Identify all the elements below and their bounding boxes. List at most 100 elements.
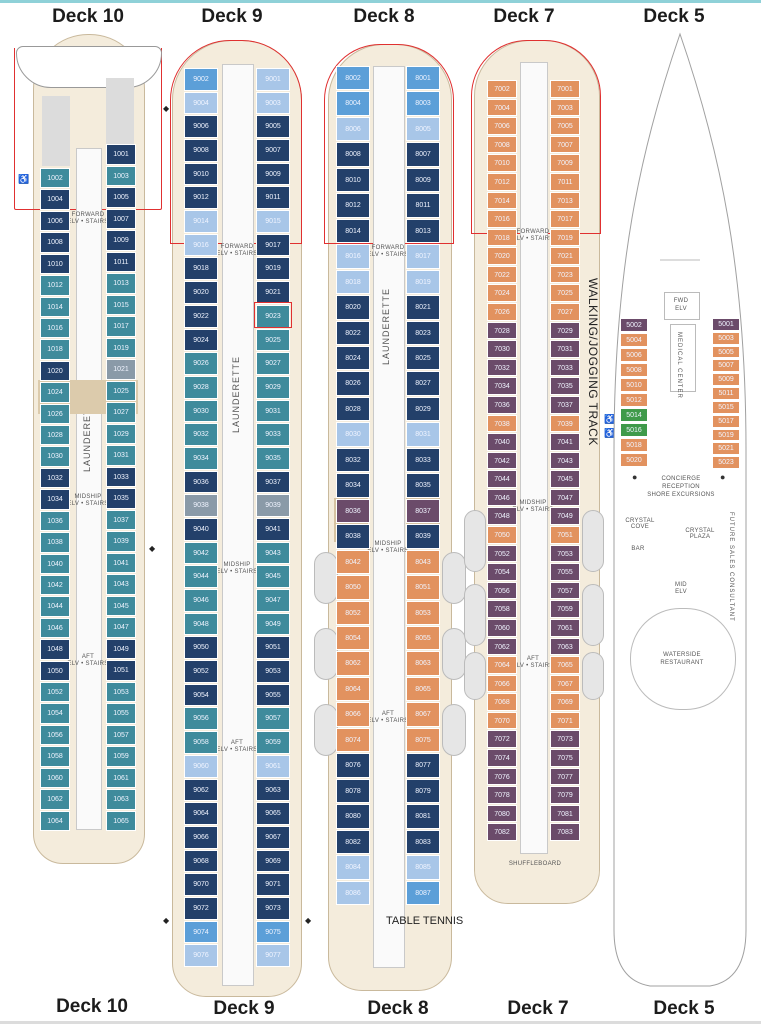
cabin-8017[interactable]: 8017 [406, 244, 440, 269]
cabin-1035[interactable]: 1035 [106, 488, 136, 509]
cabin-7038[interactable]: 7038 [487, 414, 517, 433]
cabin-7018[interactable]: 7018 [487, 228, 517, 247]
cabin-5009[interactable]: 5009 [712, 373, 740, 387]
cabin-8008[interactable]: 8008 [336, 142, 370, 167]
cabin-5020[interactable]: 5020 [620, 453, 648, 467]
cabin-1041[interactable]: 1041 [106, 552, 136, 573]
cabin-1013[interactable]: 1013 [106, 273, 136, 294]
cabin-1007[interactable]: 1007 [106, 208, 136, 229]
cabin-8077[interactable]: 8077 [406, 753, 440, 778]
cabin-1005[interactable]: 1005 [106, 187, 136, 208]
cabin-1048[interactable]: 1048 [40, 639, 70, 660]
cabin-9021[interactable]: 9021 [256, 281, 290, 304]
cabin-8028[interactable]: 8028 [336, 396, 370, 422]
cabin-7009[interactable]: 7009 [550, 154, 580, 172]
cabin-1033[interactable]: 1033 [106, 466, 136, 487]
cabin-1061[interactable]: 1061 [106, 767, 136, 788]
cabin-1056[interactable]: 1056 [40, 724, 70, 746]
cabin-9064[interactable]: 9064 [184, 802, 218, 825]
cabin-1017[interactable]: 1017 [106, 316, 136, 337]
cabin-8064[interactable]: 8064 [336, 676, 370, 702]
cabin-7032[interactable]: 7032 [487, 358, 517, 377]
cabin-1019[interactable]: 1019 [106, 337, 136, 358]
cabin-1039[interactable]: 1039 [106, 531, 136, 552]
cabin-8025[interactable]: 8025 [406, 346, 440, 371]
cabin-9059[interactable]: 9059 [256, 731, 290, 754]
cabin-7071[interactable]: 7071 [550, 711, 580, 730]
cabin-7011[interactable]: 7011 [550, 172, 580, 191]
cabin-7020[interactable]: 7020 [487, 247, 517, 265]
cabin-8066[interactable]: 8066 [336, 702, 370, 727]
cabin-9065[interactable]: 9065 [256, 802, 290, 825]
cabin-5004[interactable]: 5004 [620, 333, 648, 347]
cabin-1057[interactable]: 1057 [106, 724, 136, 745]
cabin-7034[interactable]: 7034 [487, 377, 517, 395]
cabin-9055[interactable]: 9055 [256, 683, 290, 707]
cabin-7005[interactable]: 7005 [550, 117, 580, 135]
cabin-9002[interactable]: 9002 [184, 68, 218, 91]
cabin-9022[interactable]: 9022 [184, 304, 218, 328]
cabin-9018[interactable]: 9018 [184, 257, 218, 281]
cabin-9031[interactable]: 9031 [256, 399, 290, 423]
cabin-7082[interactable]: 7082 [487, 823, 517, 841]
cabin-7046[interactable]: 7046 [487, 488, 517, 507]
cabin-9005[interactable]: 9005 [256, 115, 290, 139]
cabin-8032[interactable]: 8032 [336, 447, 370, 473]
cabin-8037[interactable]: 8037 [406, 498, 440, 524]
cabin-7073[interactable]: 7073 [550, 730, 580, 749]
cabin-7072[interactable]: 7072 [487, 730, 517, 749]
cabin-1018[interactable]: 1018 [40, 339, 70, 360]
cabin-9016[interactable]: 9016 [184, 233, 218, 257]
cabin-7007[interactable]: 7007 [550, 135, 580, 154]
cabin-7077[interactable]: 7077 [550, 767, 580, 786]
cabin-9066[interactable]: 9066 [184, 825, 218, 849]
cabin-7030[interactable]: 7030 [487, 340, 517, 358]
cabin-9048[interactable]: 9048 [184, 612, 218, 636]
cabin-7003[interactable]: 7003 [550, 98, 580, 117]
cabin-8082[interactable]: 8082 [336, 829, 370, 855]
cabin-9044[interactable]: 9044 [184, 565, 218, 589]
cabin-7019[interactable]: 7019 [550, 228, 580, 247]
cabin-1026[interactable]: 1026 [40, 403, 70, 425]
cabin-8020[interactable]: 8020 [336, 295, 370, 320]
cabin-8006[interactable]: 8006 [336, 116, 370, 142]
cabin-8055[interactable]: 8055 [406, 626, 440, 651]
cabin-5012[interactable]: 5012 [620, 393, 648, 407]
cabin-1029[interactable]: 1029 [106, 423, 136, 444]
cabin-7026[interactable]: 7026 [487, 303, 517, 321]
cabin-9050[interactable]: 9050 [184, 636, 218, 660]
cabin-7051[interactable]: 7051 [550, 526, 580, 544]
cabin-7053[interactable]: 7053 [550, 544, 580, 563]
cabin-1004[interactable]: 1004 [40, 189, 70, 210]
cabin-8083[interactable]: 8083 [406, 829, 440, 855]
cabin-7060[interactable]: 7060 [487, 618, 517, 637]
cabin-8003[interactable]: 8003 [406, 91, 440, 116]
cabin-8031[interactable]: 8031 [406, 422, 440, 447]
cabin-1054[interactable]: 1054 [40, 703, 70, 724]
cabin-5021[interactable]: 5021 [712, 442, 740, 456]
cabin-9073[interactable]: 9073 [256, 896, 290, 920]
cabin-1038[interactable]: 1038 [40, 532, 70, 553]
cabin-7081[interactable]: 7081 [550, 804, 580, 823]
cabin-9068[interactable]: 9068 [184, 849, 218, 873]
cabin-9057[interactable]: 9057 [256, 707, 290, 731]
cabin-9036[interactable]: 9036 [184, 470, 218, 494]
cabin-7017[interactable]: 7017 [550, 210, 580, 228]
cabin-7083[interactable]: 7083 [550, 823, 580, 841]
cabin-9035[interactable]: 9035 [256, 446, 290, 470]
cabin-8081[interactable]: 8081 [406, 804, 440, 829]
cabin-9070[interactable]: 9070 [184, 873, 218, 896]
cabin-9024[interactable]: 9024 [184, 328, 218, 352]
cabin-8042[interactable]: 8042 [336, 549, 370, 575]
cabin-1058[interactable]: 1058 [40, 746, 70, 767]
cabin-9008[interactable]: 9008 [184, 139, 218, 162]
cabin-8027[interactable]: 8027 [406, 371, 440, 396]
cabin-7079[interactable]: 7079 [550, 786, 580, 804]
cabin-8009[interactable]: 8009 [406, 167, 440, 193]
cabin-9033[interactable]: 9033 [256, 423, 290, 446]
cabin-8011[interactable]: 8011 [406, 193, 440, 218]
cabin-9007[interactable]: 9007 [256, 139, 290, 162]
cabin-1047[interactable]: 1047 [106, 617, 136, 638]
cabin-5005[interactable]: 5005 [712, 345, 740, 359]
cabin-9011[interactable]: 9011 [256, 186, 290, 210]
